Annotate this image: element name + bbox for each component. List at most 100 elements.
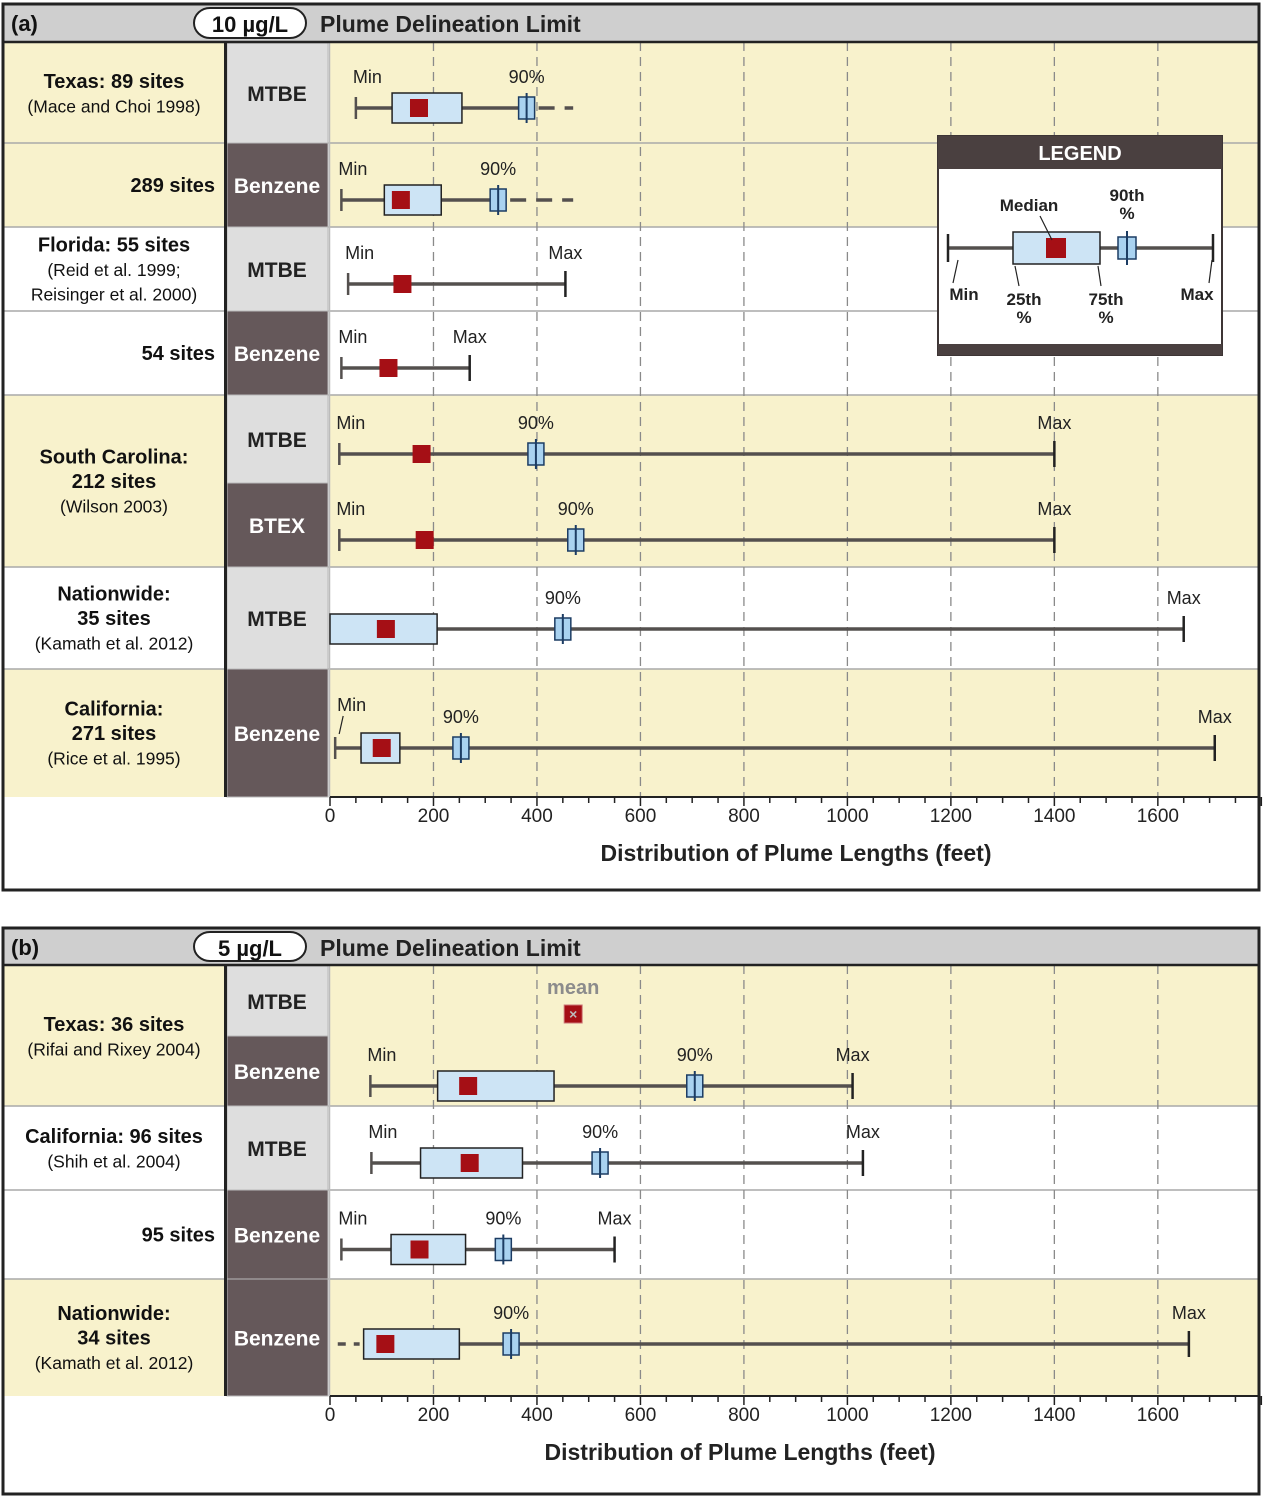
median-marker xyxy=(410,1240,429,1259)
group-label-text: (Kamath et al. 2012) xyxy=(35,1353,194,1373)
median-marker xyxy=(376,1335,395,1353)
group-label-text: 34 sites xyxy=(77,1328,150,1350)
compound-label: Benzene xyxy=(234,343,320,366)
group-label-background xyxy=(3,311,225,395)
legend-median-marker xyxy=(1046,238,1066,258)
group-label-text: (Kamath et al. 2012) xyxy=(35,634,194,654)
group-label-text: 289 sites xyxy=(130,175,215,197)
group-label-background xyxy=(3,669,225,797)
group-label-background xyxy=(3,143,225,227)
median-marker xyxy=(459,1077,478,1095)
x-axis-title: Distribution of Plume Lengths (feet) xyxy=(545,1439,936,1465)
compound-label: MTBE xyxy=(247,991,307,1014)
compound-label: MTBE xyxy=(247,259,307,282)
group-plot-background xyxy=(330,1190,1259,1279)
mean-marker xyxy=(563,1004,583,1024)
max-label: Max xyxy=(1198,707,1232,727)
x-tick-label: 1200 xyxy=(930,806,972,827)
legend-median-leader xyxy=(1039,215,1053,241)
compound-label: Benzene xyxy=(234,1225,320,1248)
legend-p90-label: % xyxy=(1119,204,1134,223)
x-tick-label: 1400 xyxy=(1033,1405,1075,1426)
p90-label: 90% xyxy=(509,67,545,87)
panel-header xyxy=(3,928,1259,965)
x-tick-label: 400 xyxy=(521,806,553,827)
group-plot-background xyxy=(330,567,1259,669)
median-marker xyxy=(379,359,398,377)
compound-label: BTEX xyxy=(249,515,305,538)
group-label-text: Reisinger et al. 2000) xyxy=(31,285,197,305)
group-label-text: California: xyxy=(65,699,164,721)
legend-min-leader xyxy=(952,259,959,284)
compound-cell xyxy=(226,42,329,144)
compound-label: MTBE xyxy=(247,608,307,631)
compound-label: Benzene xyxy=(234,1061,320,1084)
max-label: Max xyxy=(598,1209,632,1229)
max-label: Max xyxy=(836,1045,870,1065)
compound-label: MTBE xyxy=(247,1138,307,1161)
group-label-text: Texas: 89 sites xyxy=(44,71,185,93)
compound-cell xyxy=(226,226,329,312)
x-tick-label: 1000 xyxy=(826,806,868,827)
legend-p25-label: 25th xyxy=(1007,290,1042,309)
x-tick-label: 800 xyxy=(728,806,760,827)
group-label-text: (Wilson 2003) xyxy=(60,497,168,517)
median-marker xyxy=(372,739,391,757)
panel-title: Plume Delineation Limit xyxy=(320,11,581,37)
group-label-text: Texas: 36 sites xyxy=(44,1014,185,1036)
x-tick-label: 600 xyxy=(625,806,657,827)
p90-label: 90% xyxy=(558,499,594,519)
p90-label: 90% xyxy=(518,413,554,433)
legend-p25-label: % xyxy=(1016,308,1031,327)
x-tick-label: 1600 xyxy=(1137,806,1179,827)
x-tick-label: 600 xyxy=(625,1405,657,1426)
p90-label: 90% xyxy=(582,1122,618,1142)
group-label-text: (Reid et al. 1999; xyxy=(47,260,180,280)
median-marker xyxy=(412,445,431,463)
group-label-background xyxy=(3,1190,225,1279)
min-label: Min xyxy=(353,67,382,87)
compound-label: MTBE xyxy=(247,429,307,452)
legend-max-label: Max xyxy=(1180,285,1214,304)
legend-title: LEGEND xyxy=(1038,143,1121,165)
x-tick-label: 1000 xyxy=(826,1405,868,1426)
iqr-box xyxy=(436,1070,555,1102)
x-tick-label: 1400 xyxy=(1033,806,1075,827)
p90-label: 90% xyxy=(677,1045,713,1065)
panel-label: (a) xyxy=(11,11,38,36)
min-label: Min xyxy=(368,1122,397,1142)
min-label: Min xyxy=(338,327,367,347)
legend-p90-label: 90th xyxy=(1110,186,1145,205)
box-row: Min 90% xyxy=(353,67,574,124)
group-label-background xyxy=(3,1279,225,1396)
panel-frame xyxy=(1,2,1261,892)
max-label: Max xyxy=(1167,588,1201,608)
compound-cell xyxy=(226,668,329,798)
limit-badge-text: 10 µg/L xyxy=(212,12,288,37)
legend-min-label: Min xyxy=(949,285,978,304)
group-label-text: 35 sites xyxy=(77,608,150,630)
limit-badge xyxy=(193,931,307,962)
limit-badge xyxy=(193,7,307,39)
group-label-text: 212 sites xyxy=(72,471,157,493)
legend-p75-leader xyxy=(1097,265,1102,287)
mean-label: mean xyxy=(547,977,599,999)
box-row: ×mean xyxy=(547,977,599,1024)
group-label-background xyxy=(3,43,225,143)
min-label: Min xyxy=(338,159,367,179)
group-label-text: California: 96 sites xyxy=(25,1126,203,1148)
panel-frame xyxy=(1,926,1261,1496)
group-label-text: (Shih et al. 2004) xyxy=(47,1151,180,1171)
group-plot-background xyxy=(330,1279,1259,1396)
p90-label: 90% xyxy=(443,707,479,727)
compound-cell xyxy=(226,394,329,484)
group-label-background xyxy=(3,227,225,311)
